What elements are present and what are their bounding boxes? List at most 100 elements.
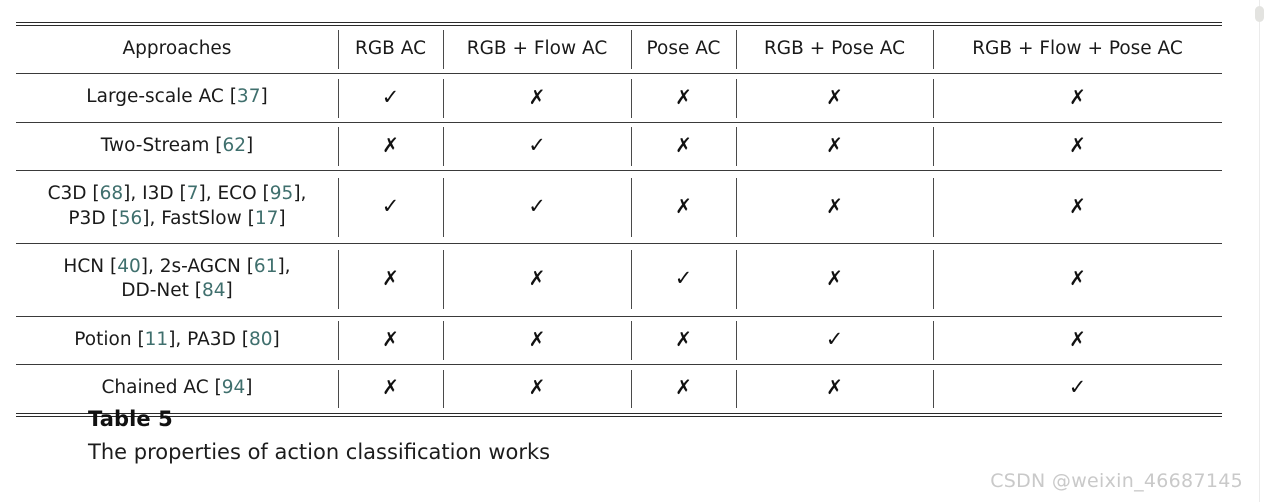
cross-icon: ✗ [675, 193, 692, 218]
approach-text: ], 2s-AGCN [140, 256, 247, 278]
approach-text: ], ECO [198, 183, 263, 205]
scrollbar-thumb[interactable] [1255, 6, 1264, 22]
cross-icon: ✗ [528, 84, 546, 109]
cell-check: ✓ [631, 243, 736, 317]
approach-text: [ [92, 183, 100, 205]
cross-icon: ✗ [1069, 193, 1086, 218]
table-row: Chained AC [94]✗✗✗✗✓ [16, 364, 1222, 413]
approach-text: ] [246, 134, 254, 156]
cross-icon: ✗ [826, 266, 843, 291]
column-header-5: RGB + Flow + Pose AC [933, 26, 1222, 74]
cell-cross: ✗ [631, 315, 736, 365]
approach-text: [ [137, 328, 145, 350]
cross-icon: ✗ [675, 133, 692, 158]
approach-label: Chained AC [94] [16, 364, 338, 413]
cell-check: ✓ [933, 364, 1222, 413]
approach-text: [ [241, 328, 249, 350]
column-header-2: RGB + Flow AC [443, 26, 631, 74]
approach-text: DD-Net [121, 280, 195, 302]
citation-ref: 40 [117, 256, 141, 278]
approach-text: ] [260, 86, 268, 108]
table-row: Two-Stream [62]✗✓✗✗✗ [16, 121, 1222, 171]
cell-cross: ✗ [631, 364, 736, 413]
check-icon: ✓ [825, 327, 844, 352]
cross-icon: ✗ [382, 266, 399, 291]
table-top-rule [16, 22, 1222, 26]
approach-text: ] [278, 207, 286, 229]
approach-text: ], [293, 183, 307, 205]
watermark-label: CSDN @weixin_46687145 [990, 470, 1243, 492]
citation-ref: 95 [269, 183, 294, 205]
column-header-3: Pose AC [631, 26, 736, 74]
check-icon: ✓ [381, 84, 400, 109]
cell-check: ✓ [338, 73, 443, 123]
citation-ref: 11 [144, 328, 169, 350]
cell-check: ✓ [443, 170, 631, 244]
citation-ref: 62 [222, 134, 247, 156]
cross-icon: ✗ [528, 266, 546, 291]
right-edge-divider [1258, 0, 1260, 502]
approach-text: ] [272, 328, 280, 350]
cell-cross: ✗ [443, 243, 631, 317]
cross-icon: ✗ [826, 193, 843, 218]
cell-cross: ✗ [338, 243, 443, 317]
table-bottom-rule [16, 412, 1222, 417]
citation-ref: 17 [254, 207, 279, 229]
table-caption: Table 5 The properties of action classif… [88, 407, 988, 465]
citation-ref: 56 [118, 207, 143, 229]
cross-icon: ✗ [826, 84, 843, 109]
approach-label: Potion [11], PA3D [80] [16, 315, 338, 365]
cell-cross: ✗ [443, 73, 631, 123]
table-row: Large-scale AC [37] ✓ ✗ ✗ ✗ ✗ [16, 73, 1222, 123]
approach-text: Potion [74, 328, 138, 350]
cross-icon: ✗ [675, 84, 692, 109]
column-header-approaches: Approaches [122, 38, 232, 59]
cross-icon: ✗ [382, 327, 399, 352]
column-header-1: RGB AC [338, 26, 443, 74]
approach-text: ], FastSlow [142, 207, 248, 229]
approach-text: [ [246, 256, 254, 278]
citation-ref: 61 [253, 256, 278, 278]
cell-cross: ✗ [443, 364, 631, 413]
approach-label: HCN [40], 2s-AGCN [61],DD-Net [84] [16, 243, 338, 317]
approach-text: [ [215, 134, 223, 156]
cell-check: ✓ [736, 315, 933, 365]
approach-text: ], I3D [123, 183, 180, 205]
approach-text: Large-scale AC [86, 86, 230, 108]
cell-cross: ✗ [933, 121, 1222, 171]
cell-check: ✓ [338, 170, 443, 244]
approach-text: [ [229, 86, 237, 108]
cell-cross: ✗ [631, 121, 736, 171]
approach-label: Large-scale AC [37] [16, 73, 338, 123]
cell-cross: ✗ [338, 121, 443, 171]
cross-icon: ✗ [528, 327, 546, 352]
approach-label: C3D [68], I3D [7], ECO [95],P3D [56], Fa… [16, 170, 338, 244]
citation-ref: 37 [236, 86, 261, 108]
citation-ref: 80 [248, 328, 273, 350]
column-header-4: RGB + Pose AC [736, 26, 933, 74]
cross-icon: ✗ [675, 375, 692, 400]
cross-icon: ✗ [382, 133, 399, 158]
caption-title: Table 5 [88, 407, 173, 431]
cross-icon: ✗ [1069, 84, 1086, 109]
table-row: C3D [68], I3D [7], ECO [95],P3D [56], Fa… [16, 170, 1222, 244]
table-row: Potion [11], PA3D [80]✗✗✗✓✗ [16, 315, 1222, 365]
approach-text: Chained AC [101, 377, 215, 399]
cross-icon: ✗ [826, 133, 843, 158]
citation-ref: 84 [201, 280, 226, 302]
cross-icon: ✗ [1069, 266, 1086, 291]
citation-ref: 94 [221, 377, 246, 399]
approach-text: [ [194, 280, 202, 302]
cell-cross: ✗ [933, 243, 1222, 317]
cell-cross: ✗ [338, 315, 443, 365]
cell-cross: ✗ [736, 170, 933, 244]
cell-cross: ✗ [631, 170, 736, 244]
cell-cross: ✗ [443, 315, 631, 365]
approach-text: C3D [47, 183, 93, 205]
cell-cross: ✗ [933, 73, 1222, 123]
approach-text: [ [262, 183, 270, 205]
cross-icon: ✗ [1069, 133, 1086, 158]
